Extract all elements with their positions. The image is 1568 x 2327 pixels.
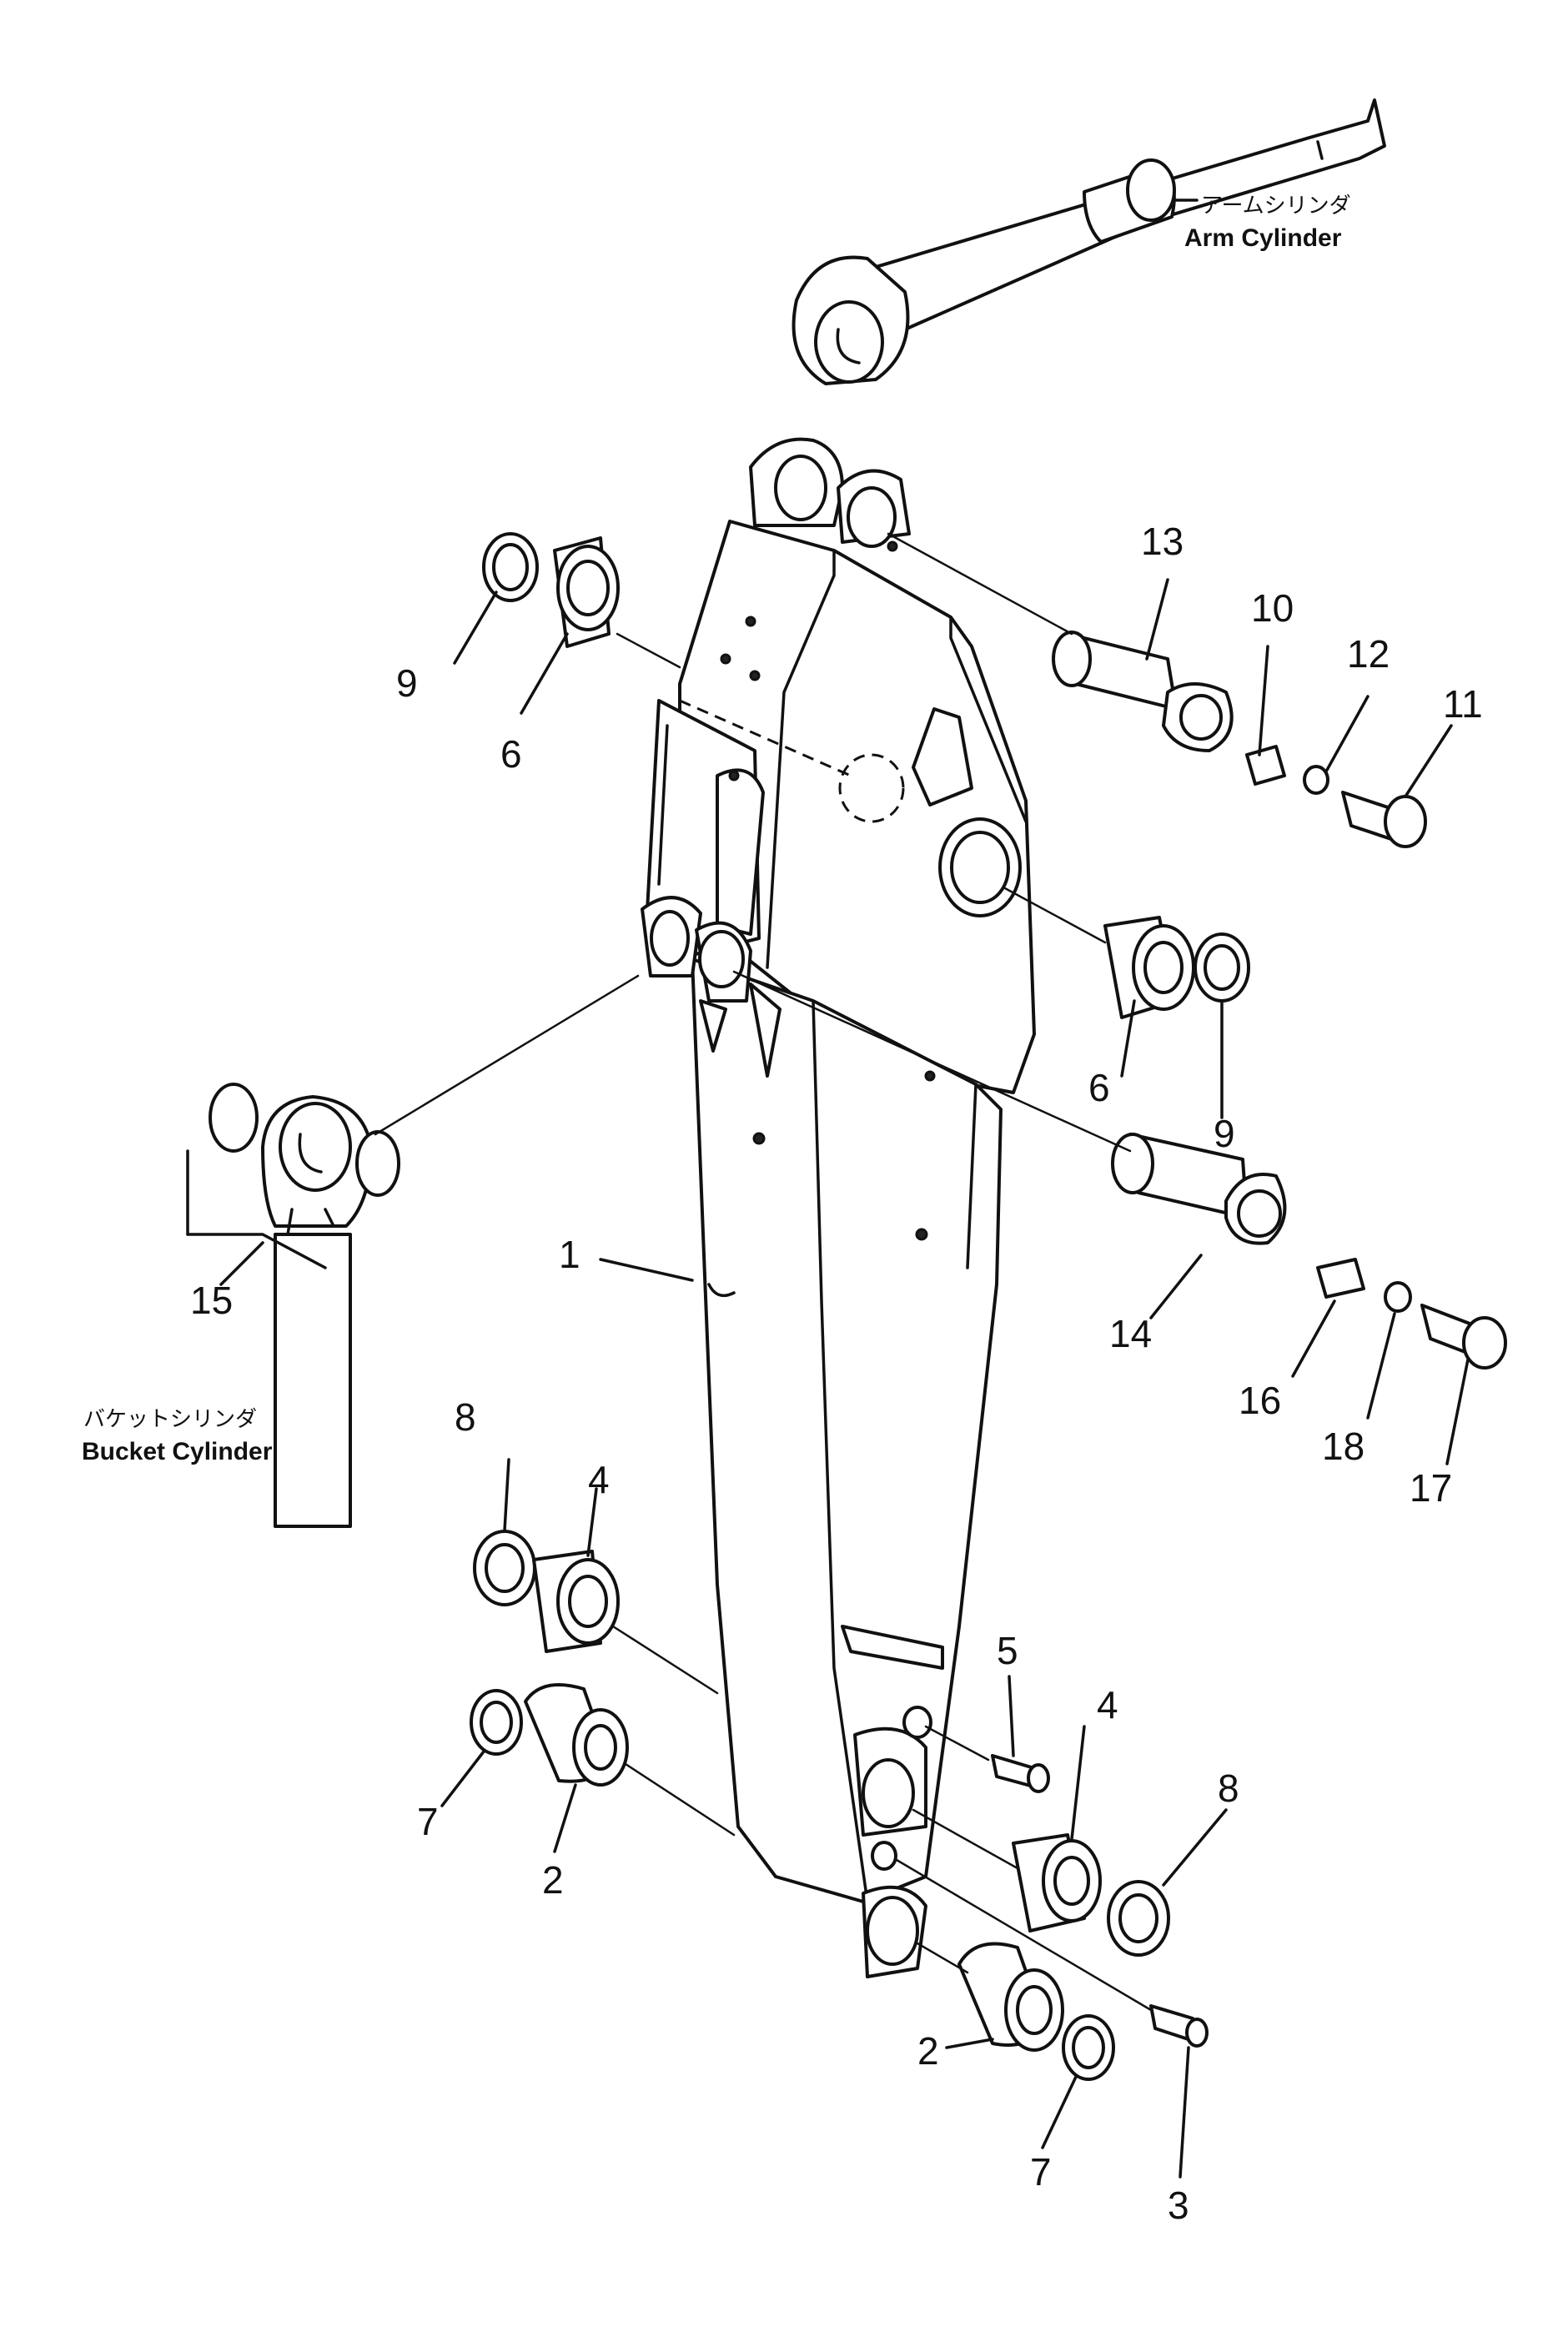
arm-cylinder-label-en: Arm Cylinder [1184, 224, 1342, 252]
cap-5 [902, 1706, 932, 1739]
callout-11: 11 [1443, 682, 1483, 726]
callout-1: 1 [559, 1233, 580, 1276]
leader-lines [186, 199, 1470, 2179]
cylinder-labels: アームシリンダ Arm Cylinder バケットシリンダ Bucket Cyl… [82, 193, 1351, 1465]
arm-body [641, 437, 1036, 1978]
plate-16 [1316, 1258, 1365, 1299]
bucket-cylinder [209, 1083, 400, 1528]
callout-16: 16 [1239, 1379, 1281, 1422]
callout-8a: 8 [455, 1395, 476, 1439]
callout-8b: 8 [1218, 1767, 1239, 1810]
callout-4a: 4 [588, 1458, 610, 1501]
parts [470, 532, 1507, 2081]
callout-6a: 6 [500, 732, 522, 776]
callout-14: 14 [1109, 1312, 1152, 1355]
cap-3 [871, 1841, 897, 1871]
callout-7b: 7 [1030, 2150, 1052, 2194]
plate-10 [1245, 745, 1286, 786]
callout-numbers: 1 2 2 3 4 4 5 6 6 7 7 8 8 9 9 10 11 12 1… [190, 520, 1483, 2227]
assembly-lines [374, 532, 1153, 2012]
bucket-cylinder-label-jp: バケットシリンダ [83, 1407, 257, 1432]
arm-cylinder [792, 98, 1386, 385]
callout-13: 13 [1141, 520, 1184, 563]
callout-6b: 6 [1088, 1066, 1110, 1109]
callout-2b: 2 [917, 2029, 939, 2073]
callout-10: 10 [1251, 586, 1294, 630]
callout-2a: 2 [542, 1858, 564, 1902]
washer-18 [1384, 1281, 1412, 1313]
callout-18: 18 [1322, 1425, 1364, 1468]
callout-5: 5 [997, 1629, 1018, 1672]
bucket-cylinder-label-en: Bucket Cylinder [82, 1438, 273, 1465]
callout-9b: 9 [1214, 1112, 1235, 1155]
callout-17: 17 [1410, 1466, 1452, 1510]
callout-15: 15 [190, 1279, 233, 1322]
arm-cylinder-label-jp: アームシリンダ [1201, 193, 1351, 219]
callout-3: 3 [1168, 2184, 1189, 2227]
callout-12: 12 [1347, 632, 1390, 676]
washer-12 [1303, 765, 1329, 795]
callout-7a: 7 [417, 1800, 439, 1843]
callout-9a: 9 [396, 661, 418, 705]
callout-4b: 4 [1097, 1683, 1118, 1726]
